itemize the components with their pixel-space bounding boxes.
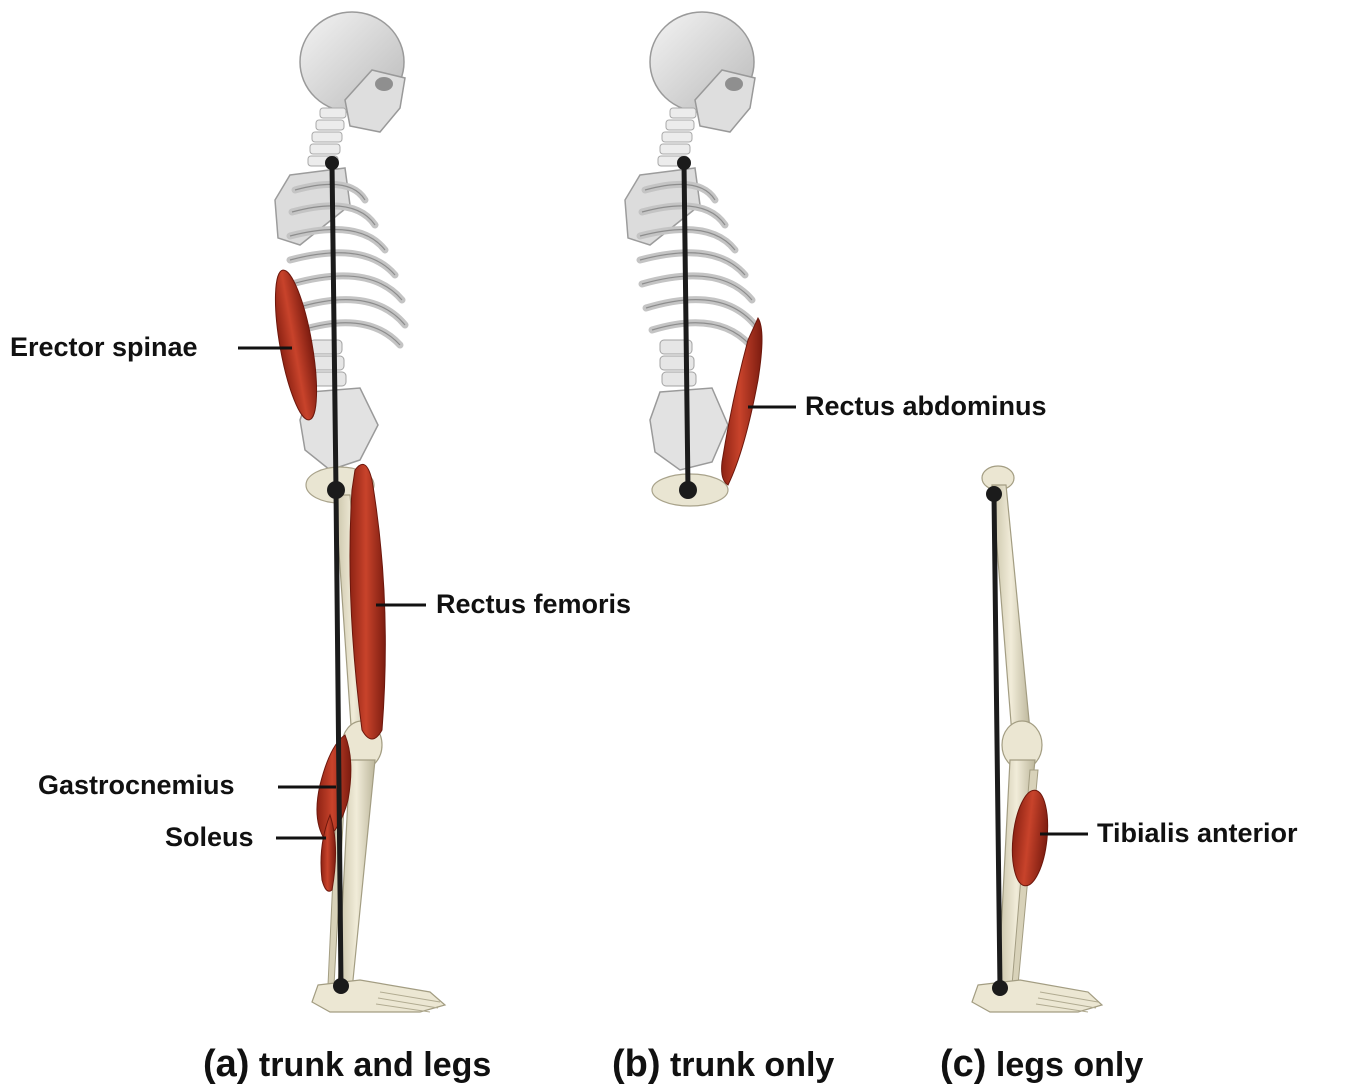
skull-a xyxy=(300,12,405,132)
caption-c-text: legs only xyxy=(996,1046,1143,1084)
label-gastrocnemius: Gastrocnemius xyxy=(38,772,235,799)
label-rectus-abdominus: Rectus abdominus xyxy=(805,393,1047,420)
skull-b xyxy=(650,12,755,132)
foot-a xyxy=(312,980,445,1012)
skeleton-c xyxy=(972,466,1102,1012)
caption-c-letter: (c) xyxy=(940,1043,986,1085)
label-tibialis-anterior: Tibialis anterior xyxy=(1097,820,1298,847)
caption-a-letter: (a) xyxy=(203,1043,249,1085)
caption-c: (c) legs only xyxy=(940,1045,1143,1083)
caption-b-text: trunk only xyxy=(670,1046,834,1084)
label-rectus-femoris: Rectus femoris xyxy=(436,591,631,618)
spine-lumbar-b xyxy=(660,340,696,386)
caption-a: (a) trunk and legs xyxy=(203,1045,491,1083)
spine-cervical-b xyxy=(658,108,696,166)
label-erector-spinae: Erector spinae xyxy=(10,334,198,361)
caption-a-text: trunk and legs xyxy=(259,1046,491,1084)
caption-b-letter: (b) xyxy=(612,1043,661,1085)
skeleton-a xyxy=(267,12,445,1012)
foot-c xyxy=(972,980,1102,1012)
caption-b: (b) trunk only xyxy=(612,1045,834,1083)
spine-cervical-a xyxy=(308,108,346,166)
label-soleus: Soleus xyxy=(165,824,254,851)
skeleton-b xyxy=(625,12,762,506)
muscle-rectus-abdominus xyxy=(722,318,762,485)
